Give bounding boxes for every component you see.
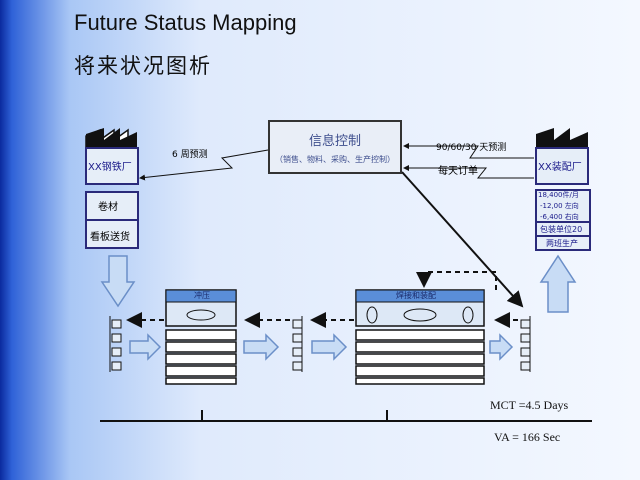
control-title: 信息控制 bbox=[308, 134, 361, 149]
customer-row-3: -6,400 右向 bbox=[540, 213, 579, 221]
push-arrow-1 bbox=[129, 333, 162, 361]
supermarket-2 bbox=[292, 316, 303, 372]
supplier-name: XX钢铁厂 bbox=[88, 162, 132, 173]
push-arrow-3 bbox=[311, 333, 348, 361]
supermarket-3 bbox=[520, 316, 531, 372]
customer-order-label: 每天订单 bbox=[438, 166, 478, 177]
process-welding-label: 焊接和装配 bbox=[396, 291, 436, 300]
process-stamping-label: 冲压 bbox=[194, 291, 210, 300]
push-arrow-4 bbox=[489, 333, 514, 361]
customer-name: XX装配厂 bbox=[538, 162, 582, 173]
title-chinese: 将来状况图析 bbox=[74, 54, 212, 78]
title-english: Future Status Mapping bbox=[74, 10, 297, 35]
mct-metric: MCT =4.5 Days bbox=[490, 398, 569, 412]
customer-forecast-label: 90/60/30 天预测 bbox=[436, 143, 507, 153]
customer-row-1: 18,400件/月 bbox=[538, 191, 579, 199]
supermarket-1 bbox=[109, 316, 122, 372]
customer-row-2: -12,00 左向 bbox=[540, 202, 579, 210]
inbound-shipment-arrow bbox=[100, 255, 136, 308]
supplier-forecast-label: 6 周预测 bbox=[172, 150, 208, 160]
process-welding-assembly-box bbox=[355, 289, 485, 385]
control-subtitle: （销售、物料、采购、生产控制） bbox=[275, 155, 395, 164]
customer-row-4: 包装单位20 bbox=[540, 225, 583, 234]
kanban-loop-arrow bbox=[416, 271, 497, 290]
supplier-row-1: 卷材 bbox=[98, 202, 118, 213]
information-control-box: 信息控制 （销售、物料、采购、生产控制） bbox=[268, 120, 402, 174]
supplier-factory-icon bbox=[85, 128, 139, 249]
customer-forecast-arrow bbox=[403, 143, 534, 159]
schedule-arrow bbox=[401, 171, 524, 308]
outbound-shipment-arrow bbox=[539, 254, 577, 313]
supplier-row-2: 看板送货 bbox=[90, 232, 130, 243]
process-stamping-box bbox=[165, 289, 237, 385]
customer-row-5: 两班生产 bbox=[546, 239, 578, 248]
customer-order-arrow bbox=[403, 165, 534, 179]
push-arrow-2 bbox=[243, 333, 280, 361]
va-metric: VA = 166 Sec bbox=[494, 430, 561, 444]
customer-factory-icon bbox=[535, 128, 591, 251]
supplier-forecast-arrow bbox=[139, 149, 269, 181]
